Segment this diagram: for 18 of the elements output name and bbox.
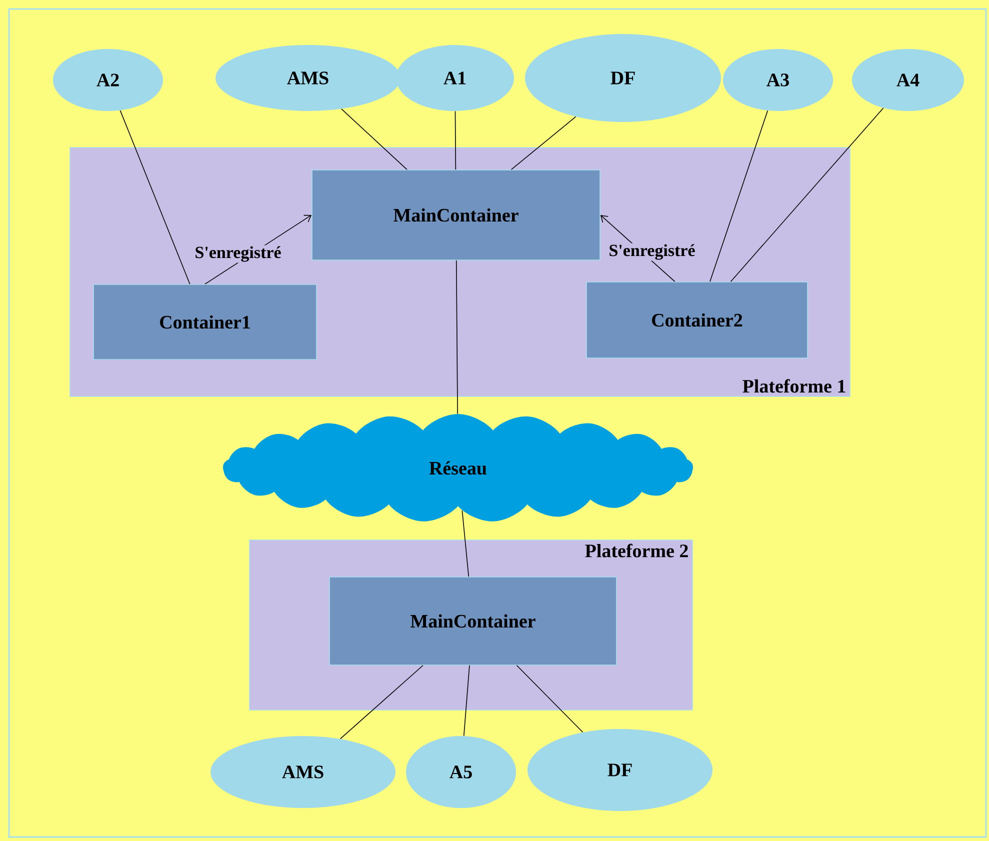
container-box: MainContainer	[329, 576, 617, 666]
connector	[456, 260, 458, 414]
connector	[454, 110, 456, 170]
connector	[510, 116, 576, 170]
connector	[120, 110, 190, 284]
container-box: Container2	[586, 282, 808, 358]
network-cloud: Réseau	[223, 414, 693, 522]
edge-label: S'enregistré	[194, 245, 282, 263]
connector	[463, 664, 470, 736]
connector	[516, 664, 584, 733]
connector	[710, 110, 768, 282]
container-box: MainContainer	[312, 170, 600, 260]
connector	[730, 108, 884, 282]
connector	[341, 108, 408, 170]
connector	[340, 664, 424, 740]
connector	[462, 510, 470, 577]
edge-label: S'enregistré	[608, 243, 696, 261]
container-box: Container1	[93, 284, 317, 360]
